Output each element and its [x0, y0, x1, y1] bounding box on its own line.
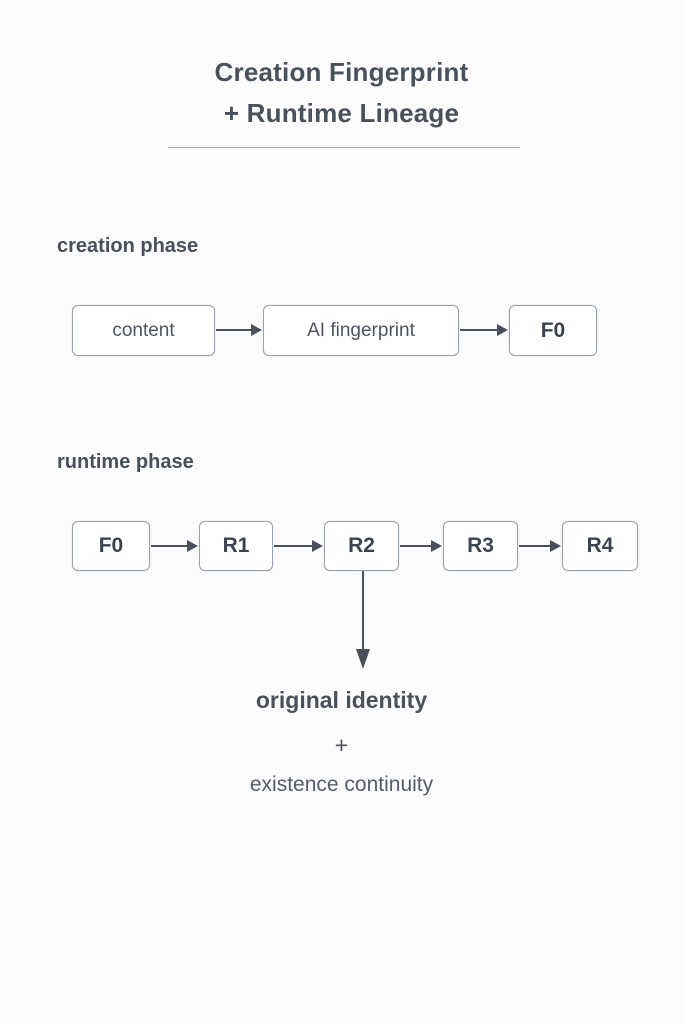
arrow-head-icon	[187, 540, 198, 552]
arrow-head-icon	[312, 540, 323, 552]
arrow-content-to-fingerprint	[216, 324, 262, 336]
title-divider	[168, 147, 520, 148]
node-f0-runtime: F0	[72, 521, 150, 571]
arrow-head-down-icon	[356, 649, 370, 669]
arrow-shaft	[151, 545, 187, 547]
node-r3: R3	[443, 521, 518, 571]
title-line-2: + Runtime Lineage	[223, 98, 460, 128]
node-r2: R2	[324, 521, 399, 571]
arrow-f0-to-r1	[151, 540, 198, 552]
arrow-r2-to-outcome	[356, 571, 370, 669]
title-line-1: Creation Fingerprint	[214, 57, 469, 87]
arrow-head-icon	[251, 324, 262, 336]
node-f0-creation: F0	[509, 305, 597, 356]
node-r4: R4	[562, 521, 638, 571]
outcome-plus-symbol: +	[334, 732, 349, 758]
arrow-shaft	[274, 545, 312, 547]
arrow-shaft	[460, 329, 497, 331]
arrow-head-icon	[497, 324, 508, 336]
node-ai-fingerprint: AI fingerprint	[263, 305, 459, 356]
arrow-fingerprint-to-f0	[460, 324, 508, 336]
arrow-r3-to-r4	[519, 540, 561, 552]
arrow-shaft	[519, 545, 550, 547]
section-label-creation-phase: creation phase	[57, 235, 199, 257]
arrow-shaft	[362, 571, 364, 651]
arrow-head-icon	[550, 540, 561, 552]
arrow-r1-to-r2	[274, 540, 323, 552]
arrow-shaft	[216, 329, 251, 331]
node-content: content	[72, 305, 215, 356]
outcome-existence-continuity: existence continuity	[249, 773, 434, 796]
outcome-original-identity: original identity	[255, 687, 428, 713]
arrow-shaft	[400, 545, 431, 547]
page-title: Creation Fingerprint + Runtime Lineage	[0, 52, 683, 134]
arrow-r2-to-r3	[400, 540, 442, 552]
node-r1: R1	[199, 521, 273, 571]
arrow-head-icon	[431, 540, 442, 552]
section-label-runtime-phase: runtime phase	[57, 451, 194, 473]
